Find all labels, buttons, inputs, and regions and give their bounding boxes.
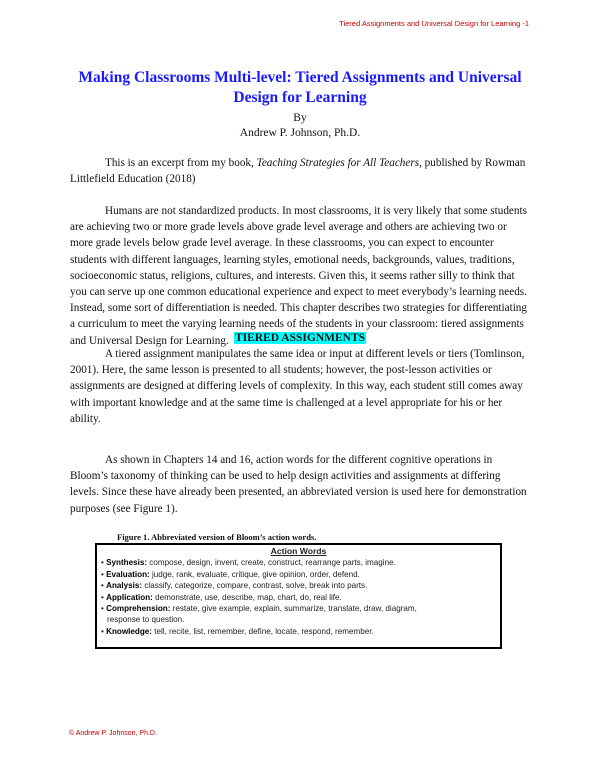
- action-row-application: • Application: demonstrate, use, describ…: [101, 592, 496, 603]
- action-row-synthesis: • Synthesis: compose, design, invent, cr…: [101, 557, 496, 568]
- row-label: Analysis:: [106, 581, 143, 591]
- row-label: Evaluation:: [106, 569, 150, 579]
- row-text-continuation: response to question.: [107, 615, 185, 625]
- action-row-comprehension: • Comprehension: restate, give example, …: [101, 603, 496, 626]
- intro-after: , published by Rowman Littlefield Educat…: [70, 157, 526, 186]
- bullet-icon: •: [101, 581, 104, 591]
- byline-by: By: [293, 112, 307, 124]
- figure-caption: Figure 1. Abbreviated version of Bloom’s…: [117, 532, 317, 542]
- bullet-icon: •: [101, 604, 104, 614]
- bullet-icon: •: [101, 569, 104, 579]
- row-text: tell, recite, list, remember, define, lo…: [151, 626, 374, 636]
- bullet-icon: •: [101, 558, 104, 568]
- bullet-icon: •: [101, 626, 104, 636]
- document-title: Making Classrooms Multi-level: Tiered As…: [78, 69, 522, 106]
- row-text: compose, design, invent, create, constru…: [147, 558, 396, 568]
- book-title: Teaching Strategies for All Teachers: [256, 157, 420, 169]
- bullet-icon: •: [101, 592, 104, 602]
- intro-paragraph: This is an excerpt from my book, Teachin…: [70, 155, 532, 187]
- row-text: restate, give example, explain, summariz…: [170, 604, 417, 614]
- author-name: Andrew P. Johnson, Ph.D.: [239, 127, 361, 139]
- paragraph-blooms: As shown in Chapters 14 and 16, action w…: [70, 454, 527, 515]
- paragraph-tiered: A tiered assignment manipulates the same…: [70, 348, 525, 425]
- section-heading-text: TIERED ASSIGNMENTS: [233, 332, 367, 344]
- row-label: Application:: [106, 592, 153, 602]
- row-label: Synthesis:: [106, 558, 148, 568]
- action-row-analysis: • Analysis: classify, categorize, compar…: [101, 580, 496, 591]
- row-text: judge, rank, evaluate, critique, give op…: [149, 569, 360, 579]
- running-header: Tiered Assignments and Universal Design …: [339, 19, 529, 28]
- section-heading: TIERED ASSIGNMENTS: [0, 332, 600, 344]
- row-label: Knowledge:: [106, 626, 152, 636]
- page-footer: © Andrew P. Johnson, Ph.D.: [69, 730, 157, 737]
- row-text: classify, categorize, compare, contrast,…: [142, 581, 368, 591]
- paragraph-humans: Humans are not standardized products. In…: [70, 205, 527, 347]
- figure-action-words: Action Words • Synthesis: compose, desig…: [95, 543, 502, 649]
- action-row-evaluation: • Evaluation: judge, rank, evaluate, cri…: [101, 569, 496, 580]
- action-row-knowledge: • Knowledge: tell, recite, list, remembe…: [101, 626, 496, 637]
- row-label: Comprehension:: [106, 604, 171, 614]
- figure-heading: Action Words: [270, 546, 327, 556]
- intro-before: This is an excerpt from my book,: [105, 157, 257, 169]
- row-text: demonstrate, use, describe, map, chart, …: [152, 592, 342, 602]
- byline: By Andrew P. Johnson, Ph.D.: [60, 111, 540, 141]
